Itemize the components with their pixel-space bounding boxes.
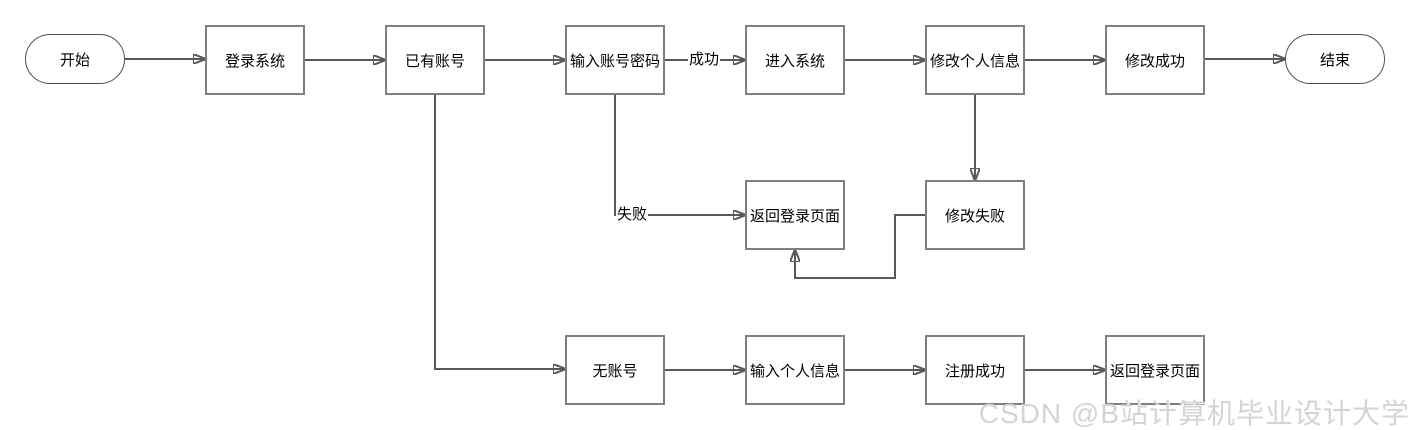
node-enter-system: 进入系统 xyxy=(745,25,845,95)
edge-hasaccount-to-noaccount xyxy=(434,95,565,369)
node-enter-personal-info: 输入个人信息 xyxy=(745,335,845,405)
node-login-system: 登录系统 xyxy=(205,25,305,95)
node-has-account: 已有账号 xyxy=(385,25,485,95)
node-end: 结束 xyxy=(1285,34,1385,84)
node-return-login-bottom: 返回登录页面 xyxy=(1105,335,1205,405)
edge-label-fail: 失败 xyxy=(616,206,649,224)
csdn-watermark: CSDN @B站计算机毕业设计大学 xyxy=(978,398,1410,429)
node-modify-success: 修改成功 xyxy=(1105,25,1205,95)
edge-modifyfail-to-returnlogin xyxy=(795,214,925,279)
node-modify-fail: 修改失败 xyxy=(925,180,1025,250)
node-register-success: 注册成功 xyxy=(925,335,1025,405)
node-enter-credentials: 输入账号密码 xyxy=(565,25,665,95)
node-return-login-mid: 返回登录页面 xyxy=(745,180,845,250)
edge-label-success: 成功 xyxy=(688,51,721,69)
node-no-account: 无账号 xyxy=(565,335,665,405)
node-start: 开始 xyxy=(25,34,125,84)
node-modify-profile: 修改个人信息 xyxy=(925,25,1025,95)
edge-credentials-fail-to-returnlogin xyxy=(614,95,745,215)
